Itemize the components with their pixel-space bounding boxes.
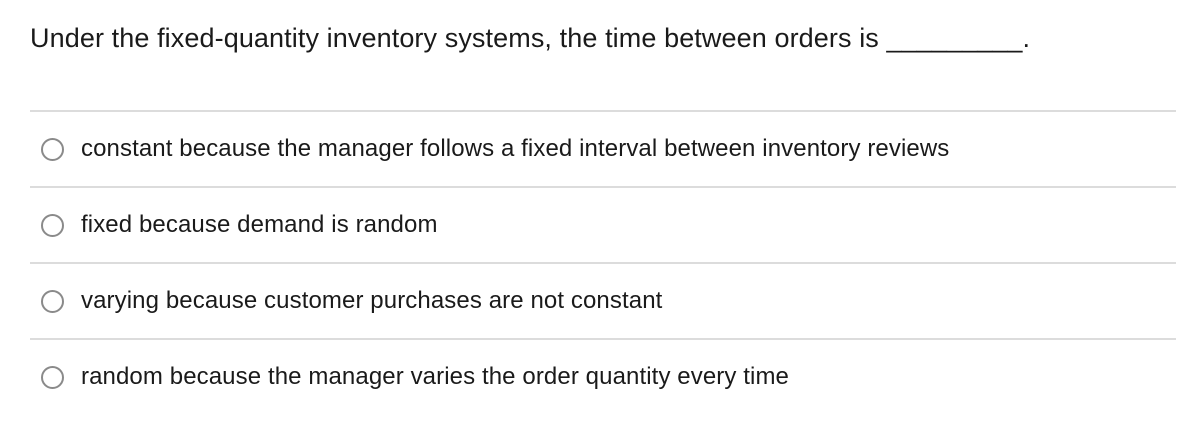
radio-button-icon[interactable] [41, 213, 64, 237]
answer-option-label: varying because customer purchases are n… [81, 287, 663, 314]
answer-option-label: random because the manager varies the or… [81, 363, 790, 390]
answer-option-row[interactable]: fixed because demand is random [30, 186, 1176, 262]
question-text: Under the fixed-quantity inventory syste… [30, 23, 1031, 53]
answer-option-label: fixed because demand is random [81, 211, 438, 238]
answer-options-list: constant because the manager follows a f… [0, 110, 1192, 414]
answer-option-label: constant because the manager follows a f… [81, 135, 950, 162]
answer-option-row[interactable]: varying because customer purchases are n… [30, 262, 1176, 338]
answer-option-row[interactable]: constant because the manager follows a f… [30, 110, 1176, 186]
radio-button-icon[interactable] [41, 289, 64, 313]
radio-button-icon[interactable] [41, 137, 64, 161]
radio-button-icon[interactable] [41, 365, 64, 389]
answer-option-row[interactable]: random because the manager varies the or… [30, 338, 1176, 414]
